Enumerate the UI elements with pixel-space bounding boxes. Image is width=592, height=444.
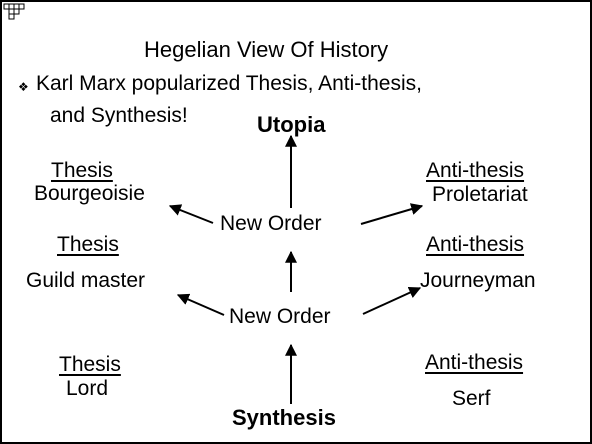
thesis-heading-3: Thesis [59, 353, 121, 376]
synthesis-label: Synthesis [232, 405, 336, 430]
new-order-lower: New Order [229, 305, 331, 328]
bullet-line-2: and Synthesis! [50, 104, 188, 127]
thesis-heading-2: Thesis [57, 233, 119, 256]
arrow-to-proletariat [360, 203, 424, 225]
antithesis-value-journeyman: Journeyman [420, 269, 536, 292]
antithesis-heading-3: Anti-thesis [425, 351, 524, 374]
antithesis-value-serf: Serf [452, 387, 491, 410]
grid-logo-icon [3, 3, 25, 20]
arrow-to-guild-master [176, 293, 225, 316]
antithesis-value-proletariat: Proletariat [432, 183, 528, 206]
bullet-icon: ❖ [18, 80, 29, 94]
thesis-value-guild-master: Guild master [26, 269, 146, 292]
thesis-heading-1: Thesis [51, 159, 113, 182]
arrow-to-bourgeoisie [168, 204, 214, 224]
utopia-label: Utopia [257, 112, 326, 137]
bullet-line-1: Karl Marx popularized Thesis, Anti-thesi… [36, 72, 422, 95]
antithesis-heading-2: Anti-thesis [426, 233, 525, 256]
thesis-value-lord: Lord [66, 377, 109, 400]
thesis-value-bourgeoisie: Bourgeoisie [34, 182, 145, 205]
new-order-upper: New Order [220, 212, 322, 235]
slide-title: Hegelian View Of History [144, 37, 389, 62]
arrow-to-journeyman [362, 287, 422, 315]
antithesis-heading-1: Anti-thesis [426, 159, 525, 182]
